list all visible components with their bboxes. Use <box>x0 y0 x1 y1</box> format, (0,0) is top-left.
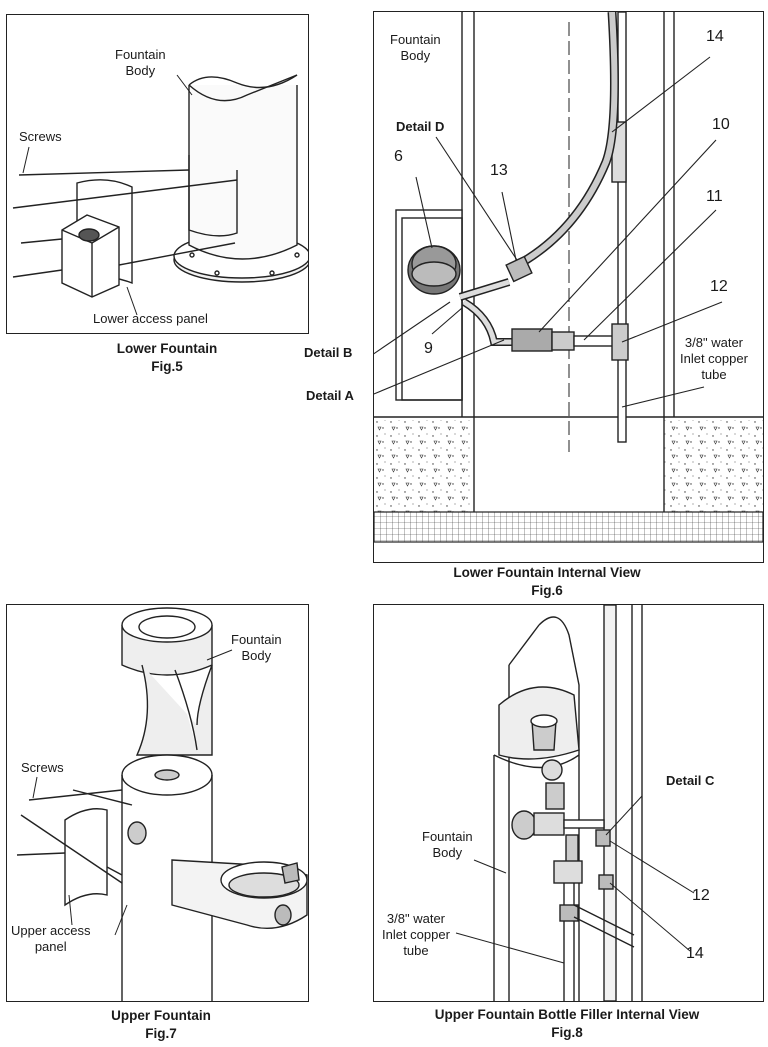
fig6-label-6: 6 <box>394 148 403 165</box>
fig6-label-14: 14 <box>706 28 724 45</box>
fig7-fountain-body-label: Fountain Body <box>231 632 282 663</box>
fig6-label-9: 9 <box>424 340 433 357</box>
fig7-drawing <box>16 607 308 1001</box>
fig7-panel: Fountain Body Screws Upper access panel <box>6 604 309 1002</box>
fig8-caption-fig: Fig.8 <box>551 1025 583 1040</box>
fig8-panel: Detail C Fountain Body 12 3/8" water Inl… <box>373 604 764 1002</box>
fig6-label-11: 11 <box>706 188 723 205</box>
fig5-caption-fig: Fig.5 <box>151 359 183 374</box>
fig8-water-tube-label: 3/8" water Inlet copper tube <box>382 911 450 958</box>
fig6-water-tube-label: 3/8" water Inlet copper tube <box>680 335 748 382</box>
fig7-upper-access-panel-label: Upper access panel <box>11 923 91 954</box>
fig8-fountain-body-label: Fountain Body <box>422 829 473 860</box>
fig7-caption-title: Upper Fountain <box>111 1008 211 1023</box>
fig6-detail-b-label: Detail B <box>304 345 353 360</box>
fig8-caption: Upper Fountain Bottle Filler Internal Vi… <box>388 1006 746 1042</box>
fig6-drawing <box>374 12 763 543</box>
fig5-lower-access-panel-label: Lower access panel <box>93 311 208 326</box>
fig6-fountain-body-label: Fountain Body <box>390 32 441 63</box>
fig7-screws-label: Screws <box>21 760 64 775</box>
fig8-detail-c-label: Detail C <box>666 773 715 788</box>
fig6-caption-fig: Fig.6 <box>531 583 563 598</box>
fig6-detail-d-label: Detail D <box>396 119 445 134</box>
fig5-screws-label: Screws <box>19 129 62 144</box>
fig6-label-10: 10 <box>712 116 730 133</box>
fig6-label-13: 13 <box>490 162 508 179</box>
fig5-caption-title: Lower Fountain <box>116 341 218 356</box>
fig5-panel: Fountain Body Screws Lower access panel <box>6 14 309 334</box>
fig7-caption-fig: Fig.7 <box>145 1026 177 1041</box>
fig5-caption: Lower Fountain Fig.5 <box>92 340 242 376</box>
fig6-caption: Lower Fountain Internal View Fig.6 <box>430 564 664 600</box>
fig8-drawing <box>455 605 695 1001</box>
fig5-drawing <box>12 74 308 316</box>
fig8-caption-title: Upper Fountain Bottle Filler Internal Vi… <box>434 1007 700 1022</box>
fig6-label-12: 12 <box>710 278 728 295</box>
fig8-label-12: 12 <box>692 887 710 904</box>
fig6-caption-title: Lower Fountain Internal View <box>453 565 641 580</box>
fig5-fountain-body-label: Fountain Body <box>115 47 166 78</box>
fig6-detail-a-label: Detail A <box>306 388 354 403</box>
fig7-caption: Upper Fountain Fig.7 <box>86 1007 236 1043</box>
fig8-label-14: 14 <box>686 945 704 962</box>
fig6-panel: Fountain Body Detail D 6 13 14 10 11 12 … <box>373 11 764 563</box>
